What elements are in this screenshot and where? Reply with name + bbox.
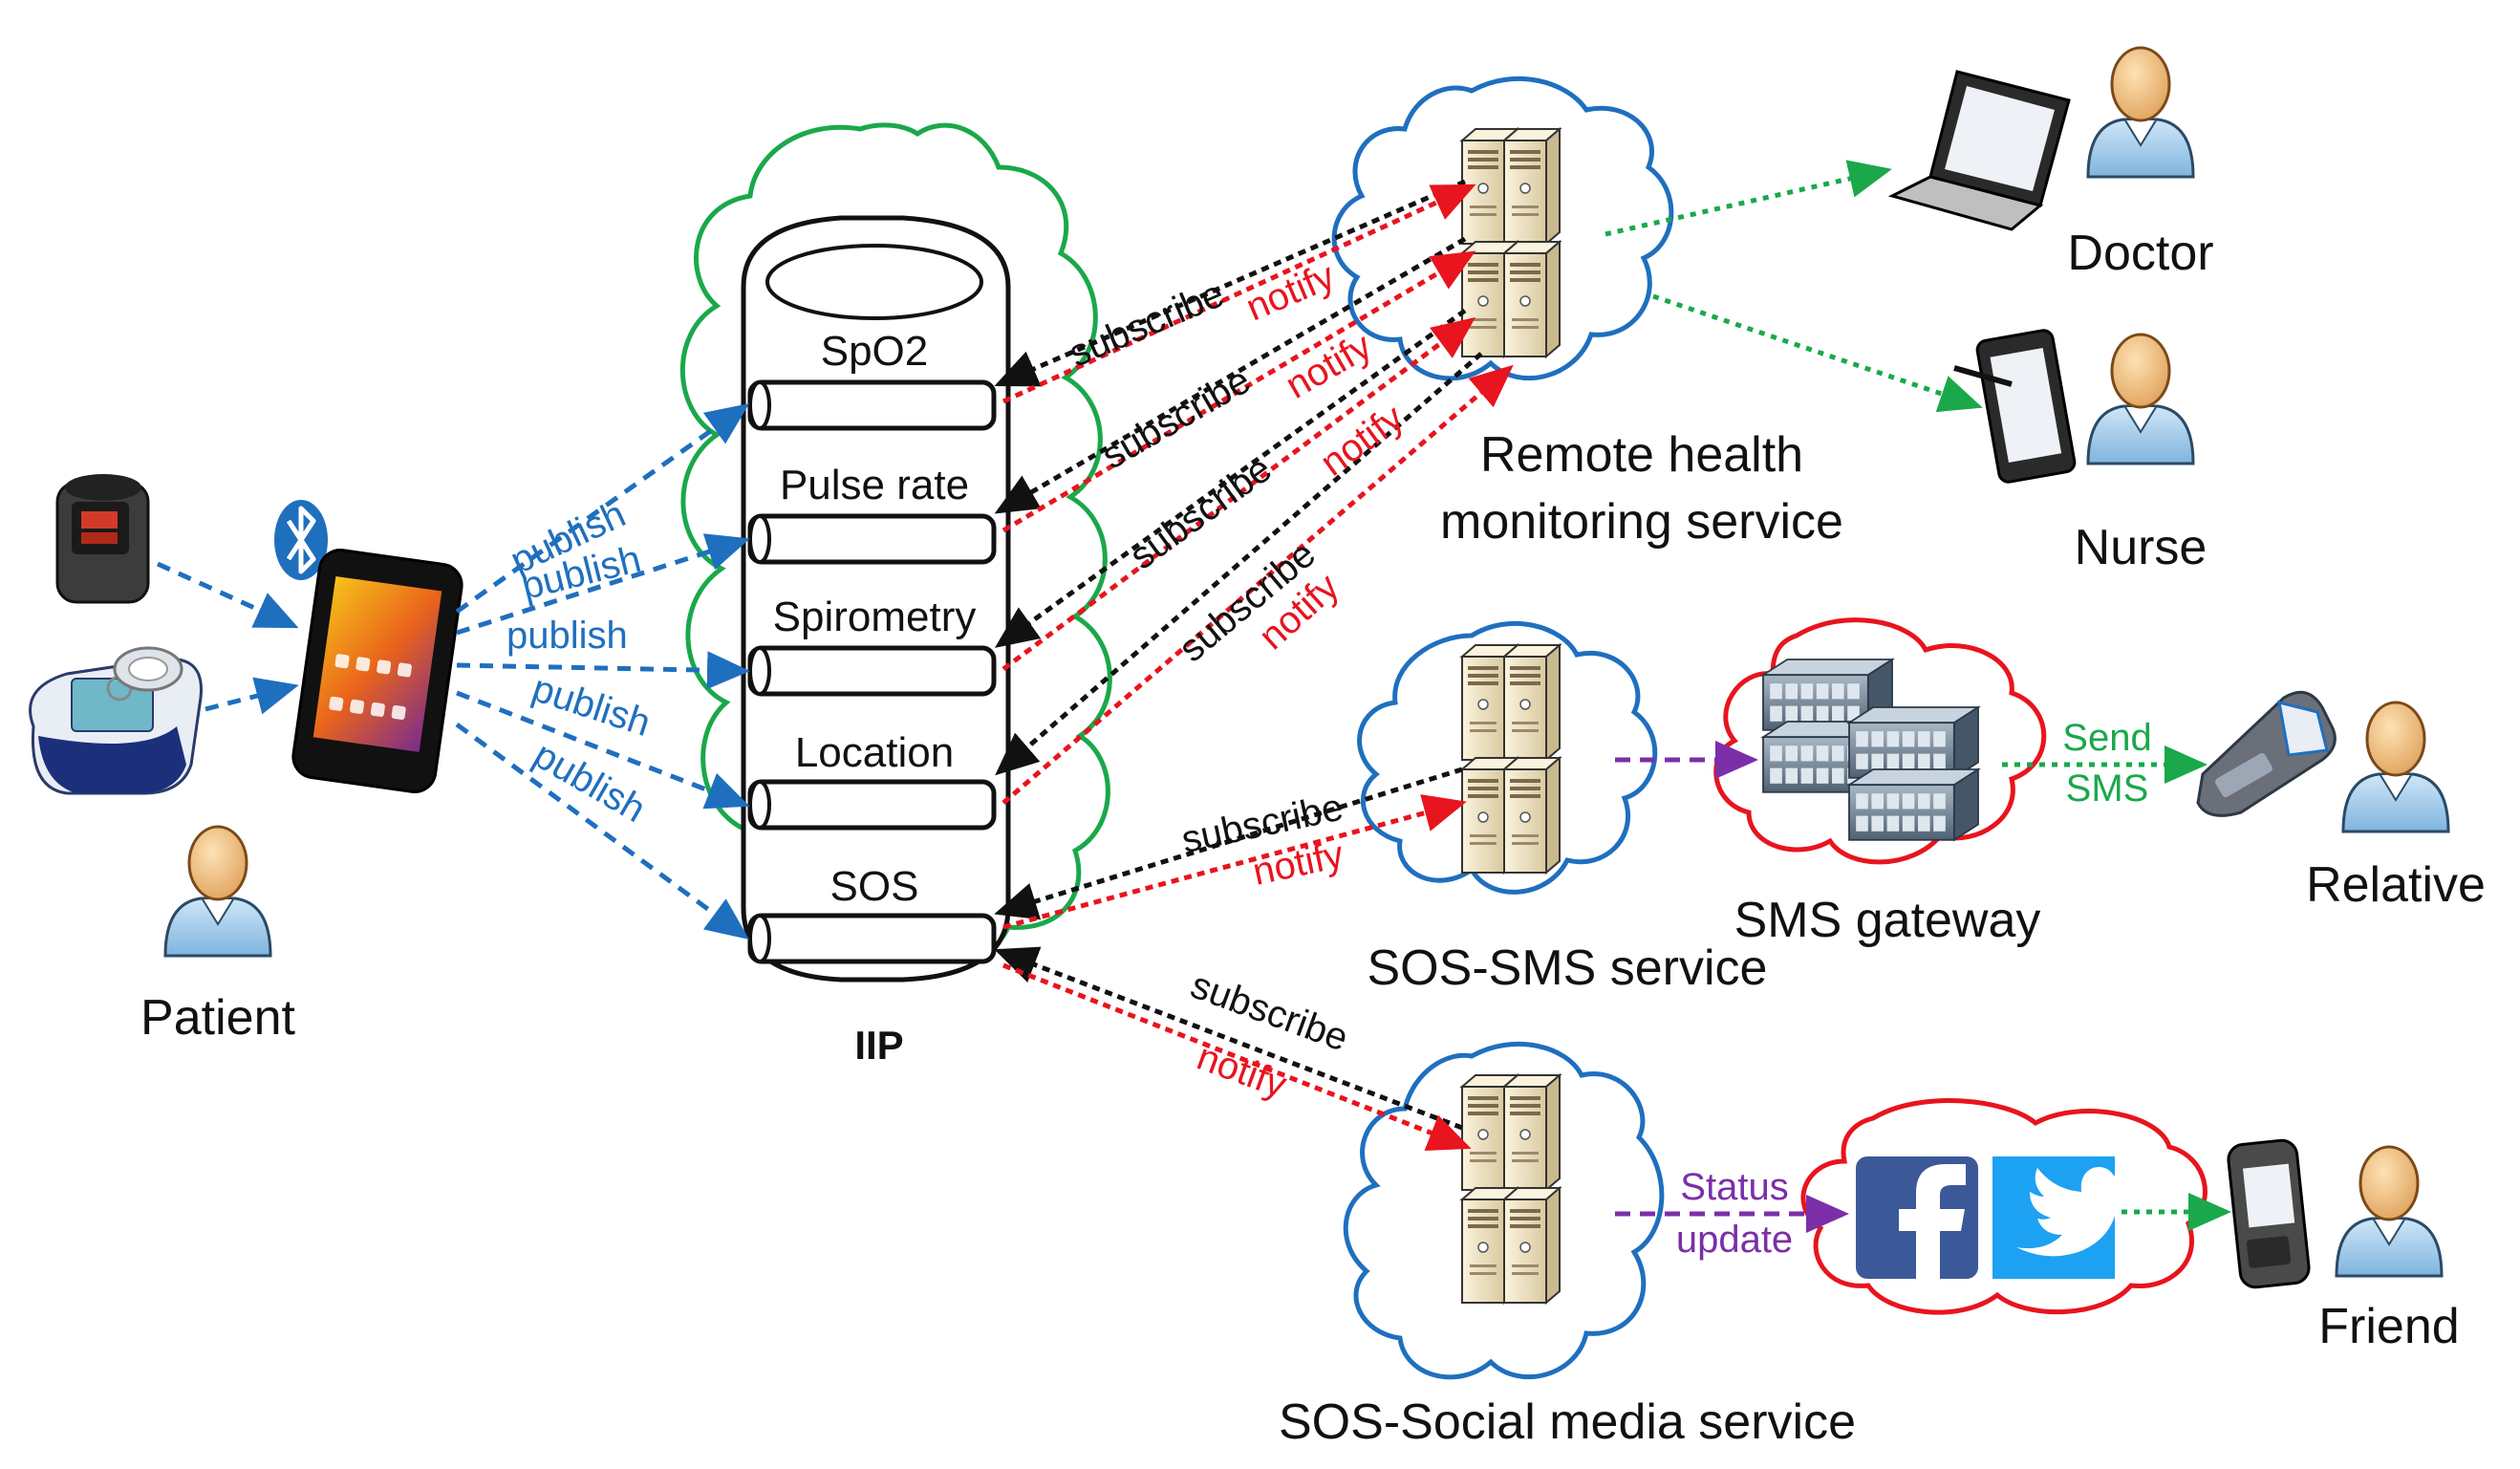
send-sms-label-line2: SMS [2066,767,2149,810]
sos-social-label: SOS-Social media service [1279,1394,1856,1450]
notify-arrow-spirometry [1002,317,1476,672]
subscribe-arrow-spo2 [994,179,1466,387]
sos-social-edges [994,946,1472,1152]
flip-phone-icon [2196,690,2337,817]
topic-label-spo2: SpO2 [821,328,929,375]
notify-arrow-location [1002,364,1514,805]
topic-label-location: Location [795,729,954,776]
twitter-icon [1992,1156,2129,1279]
remote-subscribe-arrows [994,179,1483,776]
patient-label: Patient [140,990,295,1046]
topic-location: Location [747,729,997,831]
facebook-icon [1856,1156,1978,1279]
subscribe-arrow-sos-social [994,946,1463,1131]
device-links [156,561,299,715]
relative-label: Relative [2306,857,2486,913]
nurse-label: Nurse [2075,520,2208,575]
publish-arrow-spo2 [455,403,750,615]
remote-notify-arrows [1002,184,1514,805]
topic-sos: SOS [747,863,997,964]
iip-hub: SpO2 Pulse rate Spirometry Location SOS … [679,122,1112,1068]
tablet-icon [1953,329,2077,484]
remote-health-label-line1: Remote health [1480,427,1803,483]
remote-health-label-line2: monitoring service [1440,494,1843,550]
sos-social-server-icon [1462,1075,1560,1303]
publish-arrow-location [456,690,750,810]
topic-spo2: SpO2 [747,328,997,431]
sms-gateway-rack-icon-3 [1848,706,1979,779]
iip-label: IIP [854,1023,903,1068]
sms-gateway: SMS gateway [1713,617,2047,948]
topic-label-spirometry: Spirometry [773,594,977,640]
status-update-label-line1: Status [1680,1166,1788,1208]
send-sms-label-line1: Send [2062,717,2151,759]
notify-arrow-sos-social [1002,962,1472,1152]
publish-labels: publish publish publish publish publish [505,493,656,831]
topic-label-pulse-rate: Pulse rate [780,462,969,508]
spirometer-to-phone-arrow [205,677,299,715]
remote-delivery-arrows [1605,160,1983,413]
status-update-label-line2: update [1676,1219,1793,1261]
remote-health-service: Remote health monitoring service [1331,76,1843,550]
bluetooth-icon [274,500,328,580]
publish-label-location: publish [528,667,656,745]
topic-spirometry: Spirometry [747,594,997,697]
publish-label-sos: publish [527,734,653,831]
publish-arrow-sos [455,722,750,940]
mobile-phone-icon [2227,1138,2311,1289]
iip-cylinder-top [765,244,983,320]
subscribe-arrow-pulse-rate [994,236,1467,514]
publish-label-spirometry: publish [506,615,628,657]
topic-pulse-rate: Pulse rate [747,462,997,565]
subscribe-arrow-sos-sms [994,767,1463,920]
social-media-gateway [1800,1098,2208,1315]
friend-avatar [2335,1145,2444,1278]
friend-label: Friend [2318,1299,2459,1354]
oximeter-to-phone-arrow [156,561,299,629]
sos-sms-label: SOS-SMS service [1368,940,1768,996]
notify-arrow-spo2 [1002,184,1476,404]
spirometer-icon [29,646,203,795]
nurse-avatar [2086,333,2195,465]
remote-to-doctor-arrow [1605,160,1892,237]
smartphone-icon [291,549,463,793]
publish-arrows [455,403,750,940]
remote-to-nurse-arrow [1652,293,1983,413]
patient-avatar [163,825,272,958]
doctor-avatar [2086,46,2195,179]
subscribe-arrow-spirometry [994,308,1467,648]
sos-sms-service: SOS-SMS service [1357,620,1768,996]
remote-health-server-icon [1462,129,1560,356]
notify-label-spirometry: notify [1313,397,1411,485]
subscribe-label-spirometry: subscribe [1122,447,1279,577]
topic-label-sos: SOS [830,863,919,910]
pulse-oximeter-icon [55,474,150,604]
publish-arrow-pulse-rate [456,533,750,636]
sms-gateway-rack-icon-4 [1848,768,1979,841]
laptop-icon [1887,70,2071,231]
sos-sms-edges [994,767,1467,930]
doctor-label: Doctor [2067,226,2213,281]
publish-arrow-spirometry [456,651,750,690]
sms-gateway-label: SMS gateway [1734,893,2041,948]
notify-label-spo2: notify [1240,255,1341,330]
subscribe-label-pulse-rate: subscribe [1095,359,1258,478]
sos-sms-server-icon [1462,645,1560,873]
notify-arrow-pulse-rate [1002,250,1476,533]
relative-avatar [2341,701,2450,833]
